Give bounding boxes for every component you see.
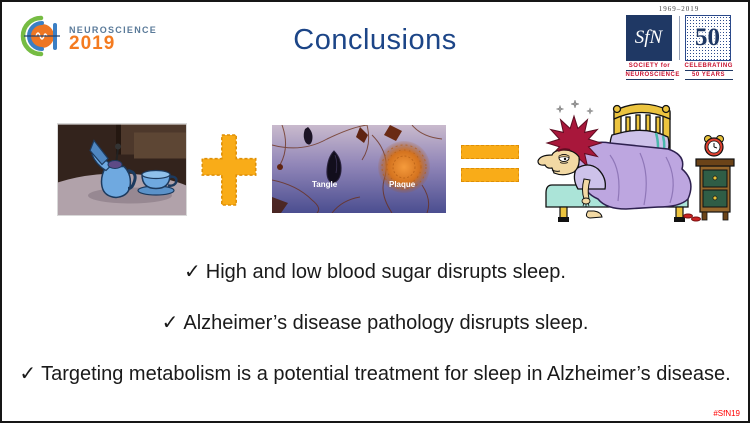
- check-icon: ✓: [161, 312, 179, 334]
- bullet-text: Alzheimer’s disease pathology disrupts s…: [183, 312, 589, 334]
- tired-sleeper-cartoon: [537, 99, 735, 222]
- fifty-years-logo-square: 50: [684, 15, 731, 61]
- logo-divider: [678, 16, 680, 60]
- sfn-logo-square: SfN: [625, 15, 672, 61]
- teapot-teacup-image: [57, 123, 187, 216]
- plus-icon: [201, 134, 257, 206]
- fifty-number: 50: [695, 24, 720, 51]
- alzheimers-pathology-image: Tangle Plaque: [272, 125, 446, 213]
- tangle-label: Tangle: [312, 180, 338, 189]
- bullet-item: ✓High and low blood sugar disrupts sleep…: [2, 259, 748, 285]
- sfn-caption: SOCIETY for NEUROSCIENCE: [625, 63, 680, 80]
- check-icon: ✓: [19, 363, 37, 385]
- plaque-label: Plaque: [389, 180, 416, 189]
- bullet-text: Targeting metabolism is a potential trea…: [41, 363, 731, 385]
- bullet-text: High and low blood sugar disrupts sleep.: [205, 261, 566, 283]
- sfn-acronym: SfN: [634, 27, 663, 48]
- neuroscience-brand: NEUROSCIENCE: [69, 25, 158, 35]
- anniversary-years-range: 1969–2019: [658, 5, 700, 13]
- neuroscience-logo: NEUROSCIENCE 2019: [16, 11, 157, 61]
- neuroscience-brain-icon: [20, 15, 60, 57]
- dizzy-stars-icon: [555, 99, 594, 115]
- hashtag: #SfN19: [713, 409, 740, 418]
- neuroscience-year: 2019: [69, 33, 116, 54]
- fifty-caption: CELEBRATING 50 YEARS: [684, 63, 733, 80]
- page-title: Conclusions: [293, 24, 457, 56]
- bullet-item: ✓Alzheimer’s disease pathology disrupts …: [2, 310, 748, 336]
- equals-icon: [461, 145, 519, 185]
- check-icon: ✓: [184, 261, 201, 283]
- bullet-item: ✓Targeting metabolism is a potential tre…: [2, 361, 748, 387]
- sfn-anniversary-lockup: 1969–2019 SfN SOCIETY for NEUROSCIENCE 5…: [618, 5, 740, 81]
